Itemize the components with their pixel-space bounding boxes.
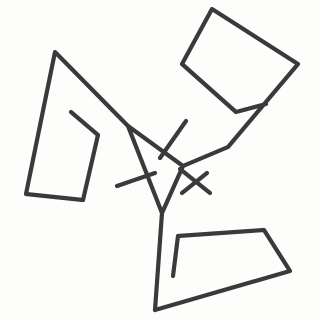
left-arm-outline bbox=[26, 52, 162, 310]
center-triangle-edge bbox=[162, 166, 183, 213]
top-right-arm-outline bbox=[128, 9, 298, 166]
bottom-right-arm-outline bbox=[155, 230, 290, 310]
center-cross-stroke-top bbox=[160, 121, 186, 158]
ink-strokes bbox=[26, 9, 298, 310]
